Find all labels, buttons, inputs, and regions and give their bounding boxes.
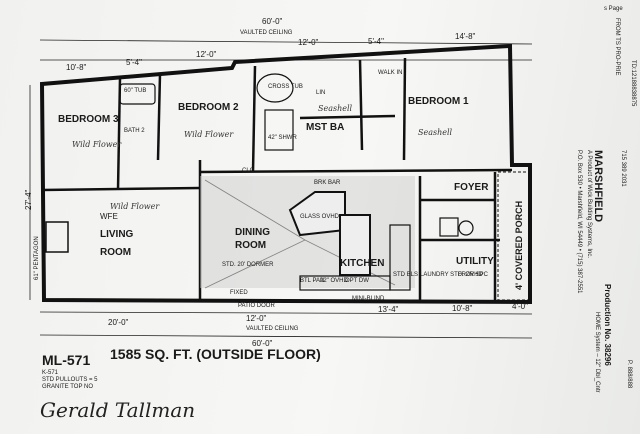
room-bedroom-2: BEDROOM 2 [178, 102, 239, 113]
edge-text: s Page [604, 6, 623, 12]
room-laundry: LAUNDRY STD. OVHD [420, 272, 483, 278]
room-btl-pan: BTL PAN [300, 278, 325, 284]
hand-wild-flower-br2: Wild Flower [184, 130, 234, 139]
corner-text: FROM TS PRO-PRIE [614, 18, 620, 76]
hand-wild-flower-br3: Wild Flower [72, 140, 122, 149]
top-dim-5: 5'-4" [368, 37, 384, 46]
pentagon-label: 61" PENTAGON [34, 236, 40, 280]
room-bedroom-3: BEDROOM 3 [58, 114, 119, 125]
label-mini-blind: MINI-BLIND [352, 296, 385, 302]
room-living: LIVING ROOM [100, 229, 134, 258]
room-utility: UTILITY [456, 256, 494, 267]
label-patio-door: PATIO DOOR [238, 303, 275, 309]
room-glass-ovhd: GLASS OVHD. [300, 214, 341, 220]
bottom-dim-1: 20'-0" [108, 318, 129, 327]
label-fixed: FIXED [230, 290, 248, 296]
room-master-bath: MST BA [306, 122, 345, 133]
covered-porch-label: 4' COVERED PORCH [514, 200, 524, 290]
hand-seashell-br1: Seashell [418, 128, 453, 137]
bottom-dim-4: 10'-8" [452, 304, 473, 313]
production-number: Production No. 38296 [603, 284, 612, 366]
room-std-bls: STD BLS [393, 272, 419, 278]
hand-seashell-bath: Seashell [318, 104, 353, 113]
note-1: K-571 [42, 370, 59, 376]
overall-width-bottom: 60'-0" [252, 339, 273, 348]
model-number: ML-571 [42, 352, 91, 368]
room-linen: LIN [316, 90, 326, 96]
room-wfe: WFE [100, 212, 118, 221]
note-2: STD PULLOUTS = 5 [42, 377, 98, 383]
room-dining-dormer: STD. 20' DORMER [222, 262, 274, 268]
company-line: A Product of Wick Building Systems, Inc. [586, 150, 592, 259]
signature: Gerald Tallman [40, 398, 196, 422]
top-dim-2: 5'-4" [126, 58, 142, 67]
room-brk-bar: BRK BAR [314, 180, 341, 186]
phone-number: 715 389 2031 [620, 150, 626, 187]
page-number: P. 888/888 [626, 360, 632, 389]
room-22-ovhd: 22" OVHD [320, 278, 348, 284]
room-cross-tub: CROSS TUB [268, 84, 303, 90]
vaulted-ceiling-bottom: VAULTED CEILING [246, 326, 299, 332]
top-dim-6: 14'-8" [455, 32, 476, 41]
room-bath-2: BATH 2 [124, 128, 145, 134]
marshfield-brand: MARSHFIELD [592, 150, 604, 223]
room-closet: CLO [242, 168, 255, 174]
home-system: HOME System – 12" Dbl_Cntr [594, 312, 600, 393]
hand-wild-flower-living: Wild Flower [110, 202, 160, 211]
top-dim-1: 10'-8" [66, 63, 87, 72]
address-line: P.O. Box 530 • Marshfield, WI 54449 • (7… [576, 150, 582, 294]
bottom-dim-5: 4'-0" [512, 302, 528, 311]
top-dim-4: 12'-0" [298, 38, 319, 47]
note-3: GRANITE TOP NO [42, 384, 94, 390]
room-opt-dw: OPT DW [345, 278, 369, 284]
room-foyer: FOYER [454, 182, 489, 193]
room-kitchen: KITCHEN [340, 258, 385, 269]
room-bedroom-1: BEDROOM 1 [408, 96, 469, 107]
room-shower: 42" SHWR [268, 135, 297, 141]
room-dining: DINING ROOM [235, 227, 270, 251]
room-walk-in: WALK IN [378, 70, 403, 76]
square-footage: 1585 SQ. FT. (OUTSIDE FLOOR) [110, 346, 321, 362]
tid-number: TD:12188838875 [630, 60, 636, 107]
vaulted-ceiling-top: VAULTED CEILING [240, 30, 293, 36]
room-tub: 60" TUB [124, 88, 147, 94]
overall-width-top: 60'-0" [262, 17, 283, 26]
bottom-dim-2: 12'-0" [246, 314, 267, 323]
room-freezer: FRZR SPC [458, 272, 488, 278]
bottom-dim-3: 13'-4" [378, 305, 399, 314]
left-dim: 27'-4" [24, 189, 33, 210]
top-dim-3: 12'-0" [196, 50, 217, 59]
